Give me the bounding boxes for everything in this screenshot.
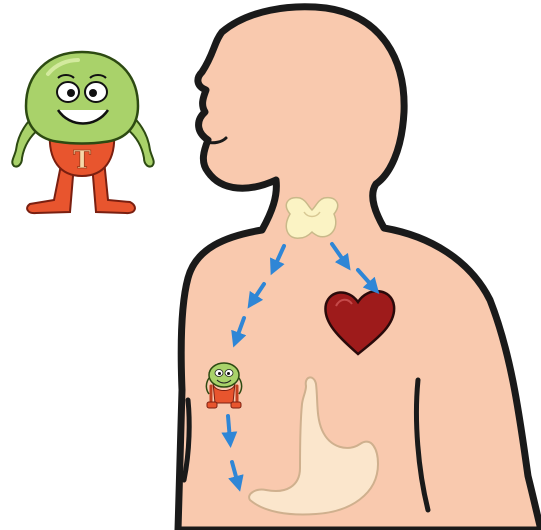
mascot-right-pupil	[89, 89, 97, 97]
arrow	[228, 416, 230, 440]
mascot-head	[26, 52, 138, 144]
thyroid-mascot: T	[12, 52, 153, 213]
small-thyroid-mascot	[206, 363, 241, 408]
mascot-left-pupil	[67, 89, 75, 97]
mascot-shirt-letter: T	[73, 145, 91, 174]
